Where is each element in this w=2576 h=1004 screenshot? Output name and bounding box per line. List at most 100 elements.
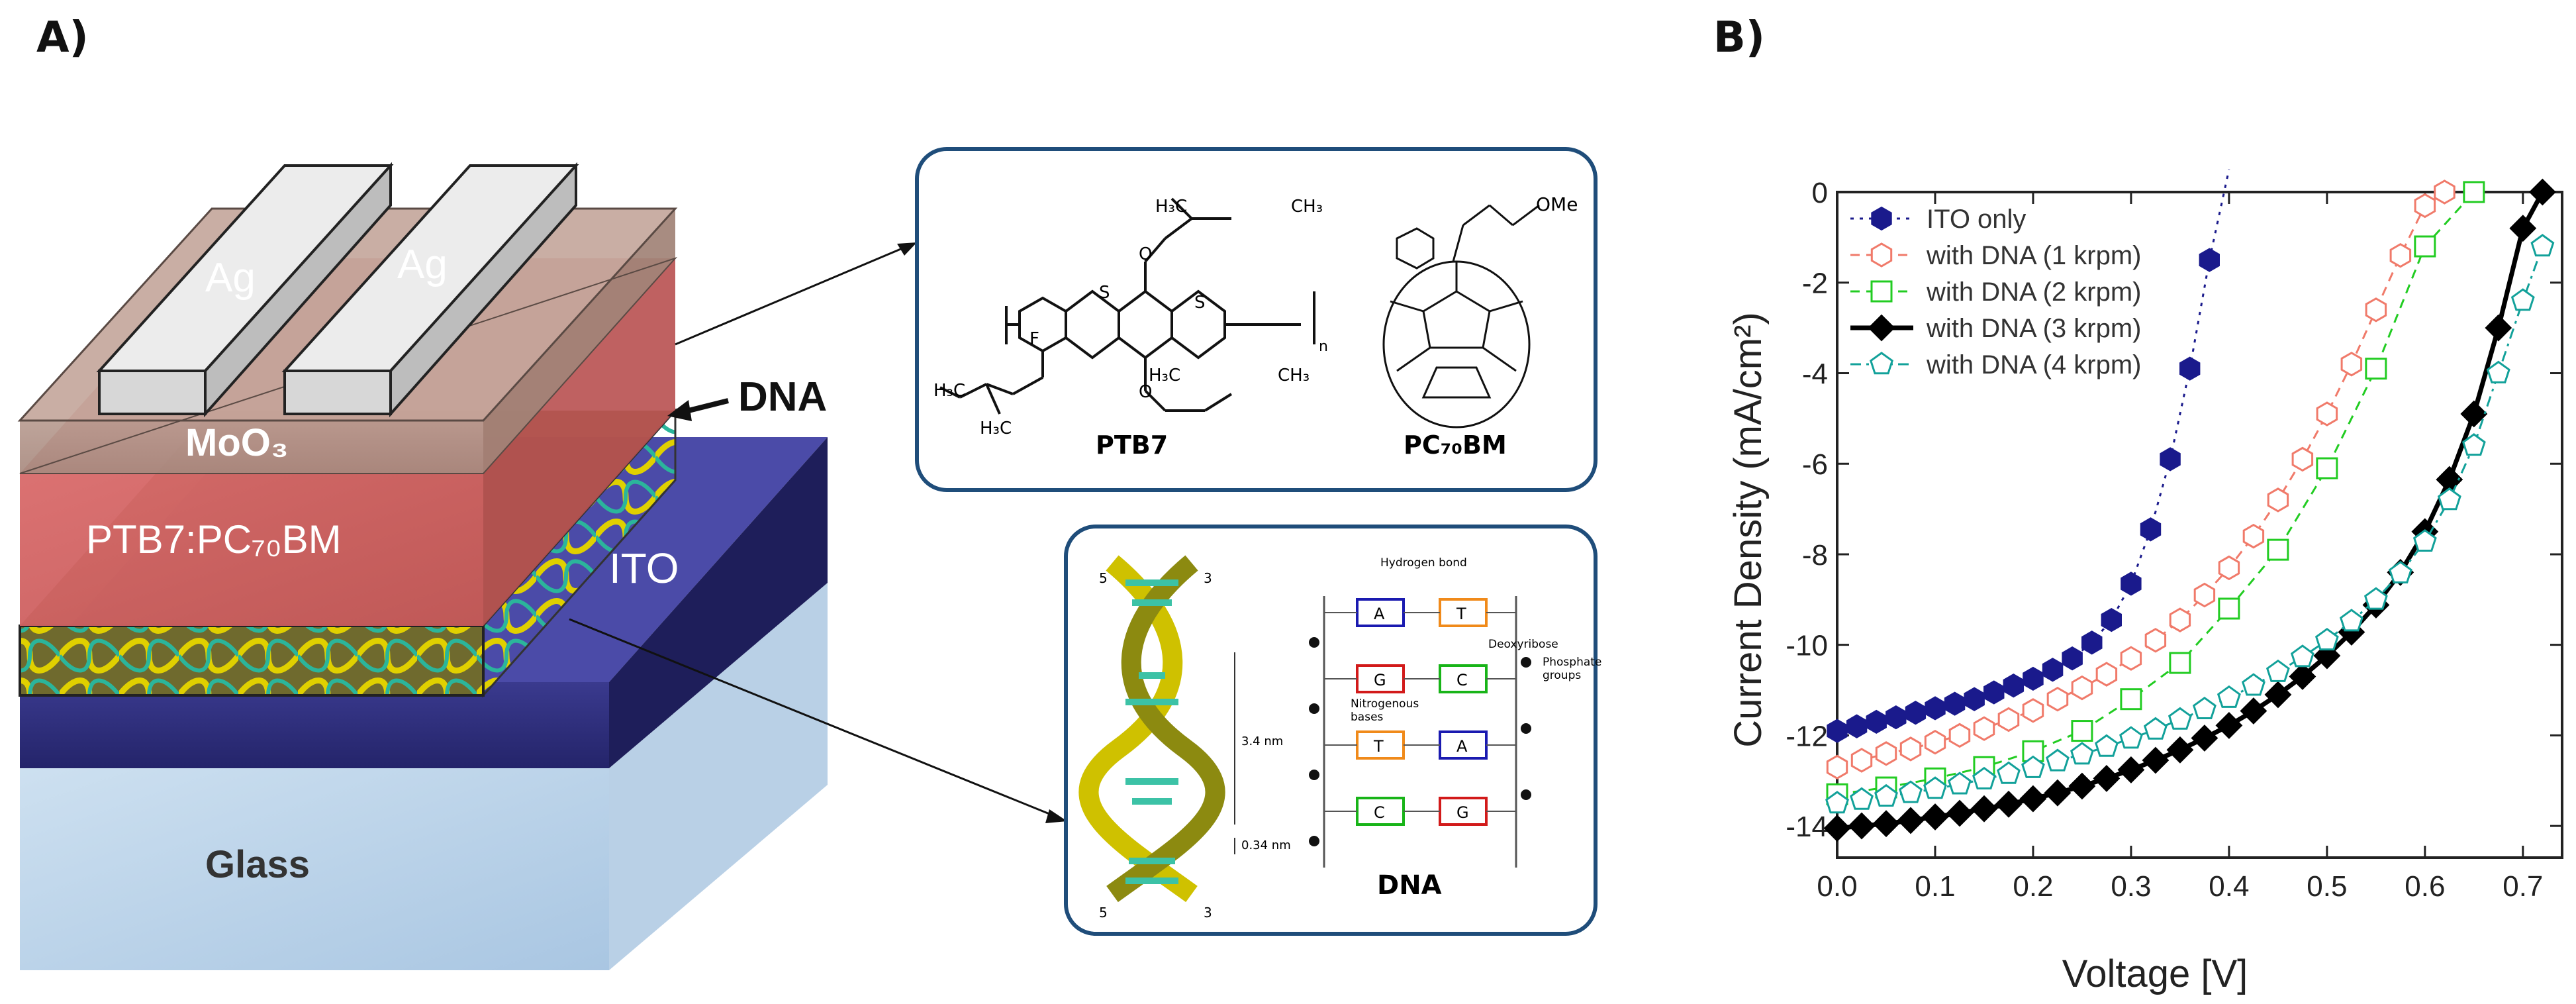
arrow-to-dna	[569, 618, 1067, 823]
data-point	[1899, 736, 1922, 762]
data-point	[2290, 644, 2314, 668]
phosphate-label: Phosphate	[1543, 656, 1601, 669]
svg-text:O: O	[1139, 244, 1152, 264]
groups-label: groups	[1543, 669, 1581, 682]
ch3-left: H₃C	[933, 381, 965, 401]
panel-label-b: B)	[1713, 13, 1766, 62]
data-point	[2218, 597, 2240, 620]
data-point	[2046, 748, 2070, 772]
data-point	[1897, 807, 1925, 834]
x-tick-label: 0.1	[1915, 870, 1955, 903]
hydrogen-bond-label: Hydrogen bond	[1380, 556, 1467, 570]
data-point	[1899, 780, 1923, 803]
data-point	[2414, 193, 2436, 219]
data-point	[2389, 242, 2412, 268]
data-point	[1826, 754, 1848, 780]
data-point	[2510, 288, 2535, 311]
ito-label: ITO	[609, 544, 679, 592]
data-point	[2365, 297, 2387, 323]
svg-text:S: S	[1194, 293, 1206, 313]
data-point	[2388, 560, 2412, 583]
data-point	[2140, 517, 2162, 542]
data-point	[2046, 686, 2069, 712]
legend-item-3: with DNA (3 krpm)	[1850, 314, 2142, 343]
data-point	[2169, 652, 2191, 674]
data-point	[2199, 248, 2220, 272]
x-tick-label: 0.6	[2405, 870, 2445, 903]
data-point	[2019, 785, 2047, 813]
data-point	[2437, 487, 2461, 511]
data-point	[1827, 719, 1848, 743]
dna-pointer: DNA	[667, 374, 827, 421]
legend-marker	[1868, 314, 1895, 342]
data-point	[2191, 725, 2218, 752]
data-point	[2160, 447, 2181, 472]
svg-text:G: G	[1374, 671, 1386, 689]
y-tick-label: -6	[1802, 448, 1828, 481]
data-point	[2486, 360, 2510, 383]
pcbm-structure	[1382, 204, 1540, 428]
rise-label: 0.34 nm	[1241, 838, 1291, 852]
data-point	[2068, 772, 2096, 800]
data-point	[2120, 688, 2142, 711]
data-point	[2192, 696, 2217, 719]
data-point	[1866, 709, 1887, 734]
data-point	[2144, 628, 2167, 653]
legend-marker	[1870, 280, 1893, 303]
x-tick-label: 0.7	[2503, 870, 2543, 903]
legend-item-0: ITO only	[1850, 205, 2026, 234]
data-point	[2289, 663, 2316, 690]
ch3-top-right: CH₃	[1291, 197, 1323, 217]
data-point	[2365, 358, 2387, 380]
data-point	[1924, 729, 1946, 755]
data-point	[2044, 779, 2072, 807]
data-point	[2121, 572, 2142, 596]
ptb7-name: PTB7	[1096, 430, 1168, 460]
deoxyribose-label: Deoxyribose	[1488, 638, 1558, 651]
svg-text:T: T	[1373, 737, 1384, 756]
y-tick-label: -4	[1802, 358, 1828, 390]
ag-label-2: Ag	[397, 242, 448, 287]
data-point	[2070, 742, 2094, 765]
data-point	[2267, 487, 2289, 513]
data-point	[2193, 582, 2216, 608]
data-point	[1948, 772, 1972, 795]
svg-text:F: F	[1029, 329, 1039, 349]
ome-label: OMe	[1536, 193, 1578, 215]
pcbm-name: PC₇₀BM	[1404, 430, 1507, 460]
svg-text:DNA: DNA	[738, 374, 827, 420]
data-point	[2242, 523, 2265, 549]
bases-label: bases	[1351, 711, 1384, 724]
legend-marker	[1870, 242, 1893, 268]
data-point	[2093, 764, 2121, 792]
data-point	[2071, 720, 2093, 742]
data-point	[1973, 716, 1995, 741]
svg-text:G: G	[1456, 803, 1469, 822]
y-axis-label: Current Density (mA/cm²)	[1727, 312, 1770, 747]
data-point	[2117, 756, 2145, 783]
svg-text:3: 3	[1204, 570, 1212, 586]
legend-marker	[1871, 206, 1892, 231]
legend-item-2: with DNA (2 krpm)	[1850, 277, 2142, 307]
data-point	[2340, 352, 2363, 377]
data-point	[1923, 776, 1947, 799]
data-point	[2339, 609, 2363, 632]
data-point	[2264, 681, 2292, 709]
active-layer-label: PTB7:PC₇₀BM	[86, 517, 342, 562]
data-point	[2414, 235, 2436, 258]
legend-item-4: with DNA (4 krpm)	[1850, 350, 2142, 379]
data-point	[1925, 696, 1946, 721]
data-point	[2022, 698, 2044, 723]
device-figure: Ag Ag MoO₃ PTB7:PC₇₀BM ITO Glass DNA	[17, 147, 1601, 970]
molecule-inset: S S F O O n H₃C CH₃ H₃C H₃C H₃C CH₃ PTB7	[915, 147, 1598, 492]
data-point	[1825, 791, 1849, 814]
legend-marker	[1870, 352, 1893, 375]
svg-text:C: C	[1374, 803, 1385, 822]
ag-electrode-1	[96, 162, 394, 418]
x-tick-label: 0.5	[2307, 870, 2347, 903]
svg-text:5: 5	[1099, 905, 1108, 921]
data-point	[1995, 790, 2023, 818]
series-1	[1826, 179, 2456, 780]
ch3-bottom: H₃C	[980, 419, 1012, 438]
